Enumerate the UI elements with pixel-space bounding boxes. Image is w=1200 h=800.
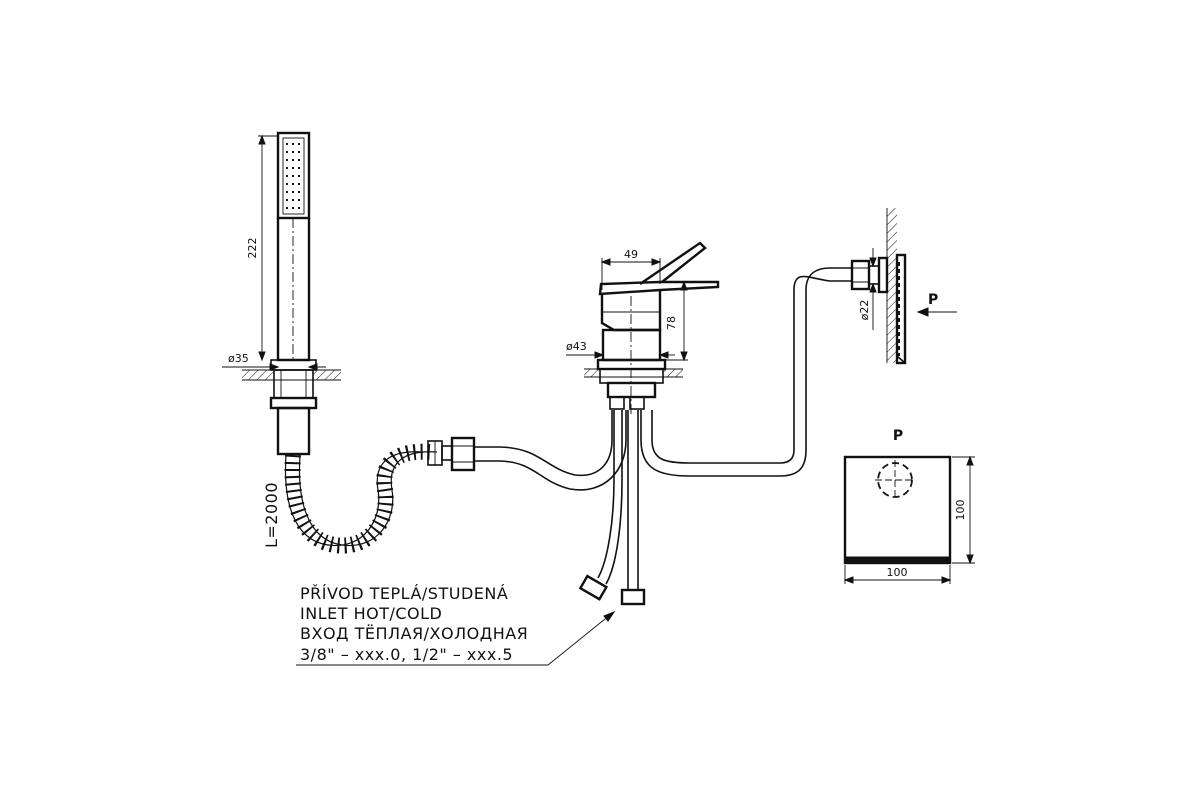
dimension-d22: ø22	[858, 248, 877, 330]
plate-view-label: P	[893, 428, 903, 444]
wall-outlet-pipe	[640, 267, 852, 477]
shower-nozzle-pattern	[286, 143, 300, 209]
hose-connector	[427, 436, 476, 472]
dim-plate-width-label: 100	[887, 566, 908, 579]
hand-shower	[242, 131, 341, 456]
dimension-78: 78	[662, 280, 688, 362]
dimension-d35: ø35	[222, 352, 326, 371]
dim-d43-label: ø43	[566, 340, 587, 353]
inlet-note-ru: ВХОД ТЁПЛАЯ/ХОЛОДНАЯ	[300, 624, 528, 643]
dim-d35-label: ø35	[228, 352, 249, 365]
view-arrow-p: P	[916, 292, 957, 317]
flexible-hose	[284, 443, 438, 554]
dim-d22-label: ø22	[858, 300, 871, 321]
dim-78-label: 78	[665, 316, 678, 330]
dimension-d43: ø43	[566, 340, 675, 359]
dimension-222: 222	[246, 134, 278, 362]
view-arrow-label: P	[928, 292, 938, 308]
dim-plate-height-label: 100	[954, 500, 967, 521]
inlet-note-cz: PŘÍVOD TEPLÁ/STUDENÁ	[300, 584, 508, 603]
dimension-49: 49	[600, 248, 662, 290]
dim-hose-length-label: L=2000	[262, 482, 281, 548]
supply-pipes	[578, 410, 646, 606]
dim-49-label: 49	[624, 248, 638, 261]
wall-outlet	[850, 208, 907, 365]
dimension-plate-height: 100	[952, 455, 975, 565]
inlet-note: PŘÍVOD TEPLÁ/STUDENÁ INLET HOT/COLD ВХОД…	[296, 584, 616, 666]
cover-plate-view: P	[843, 428, 952, 565]
dim-222-label: 222	[246, 238, 259, 259]
mixer-body	[584, 241, 720, 415]
inlet-note-sizes: 3/8" – xxx.0, 1/2" – xxx.5	[300, 645, 513, 664]
dimension-plate-width: 100	[843, 565, 952, 584]
diverter-pipe	[474, 410, 627, 491]
inlet-note-en: INLET HOT/COLD	[300, 604, 442, 623]
